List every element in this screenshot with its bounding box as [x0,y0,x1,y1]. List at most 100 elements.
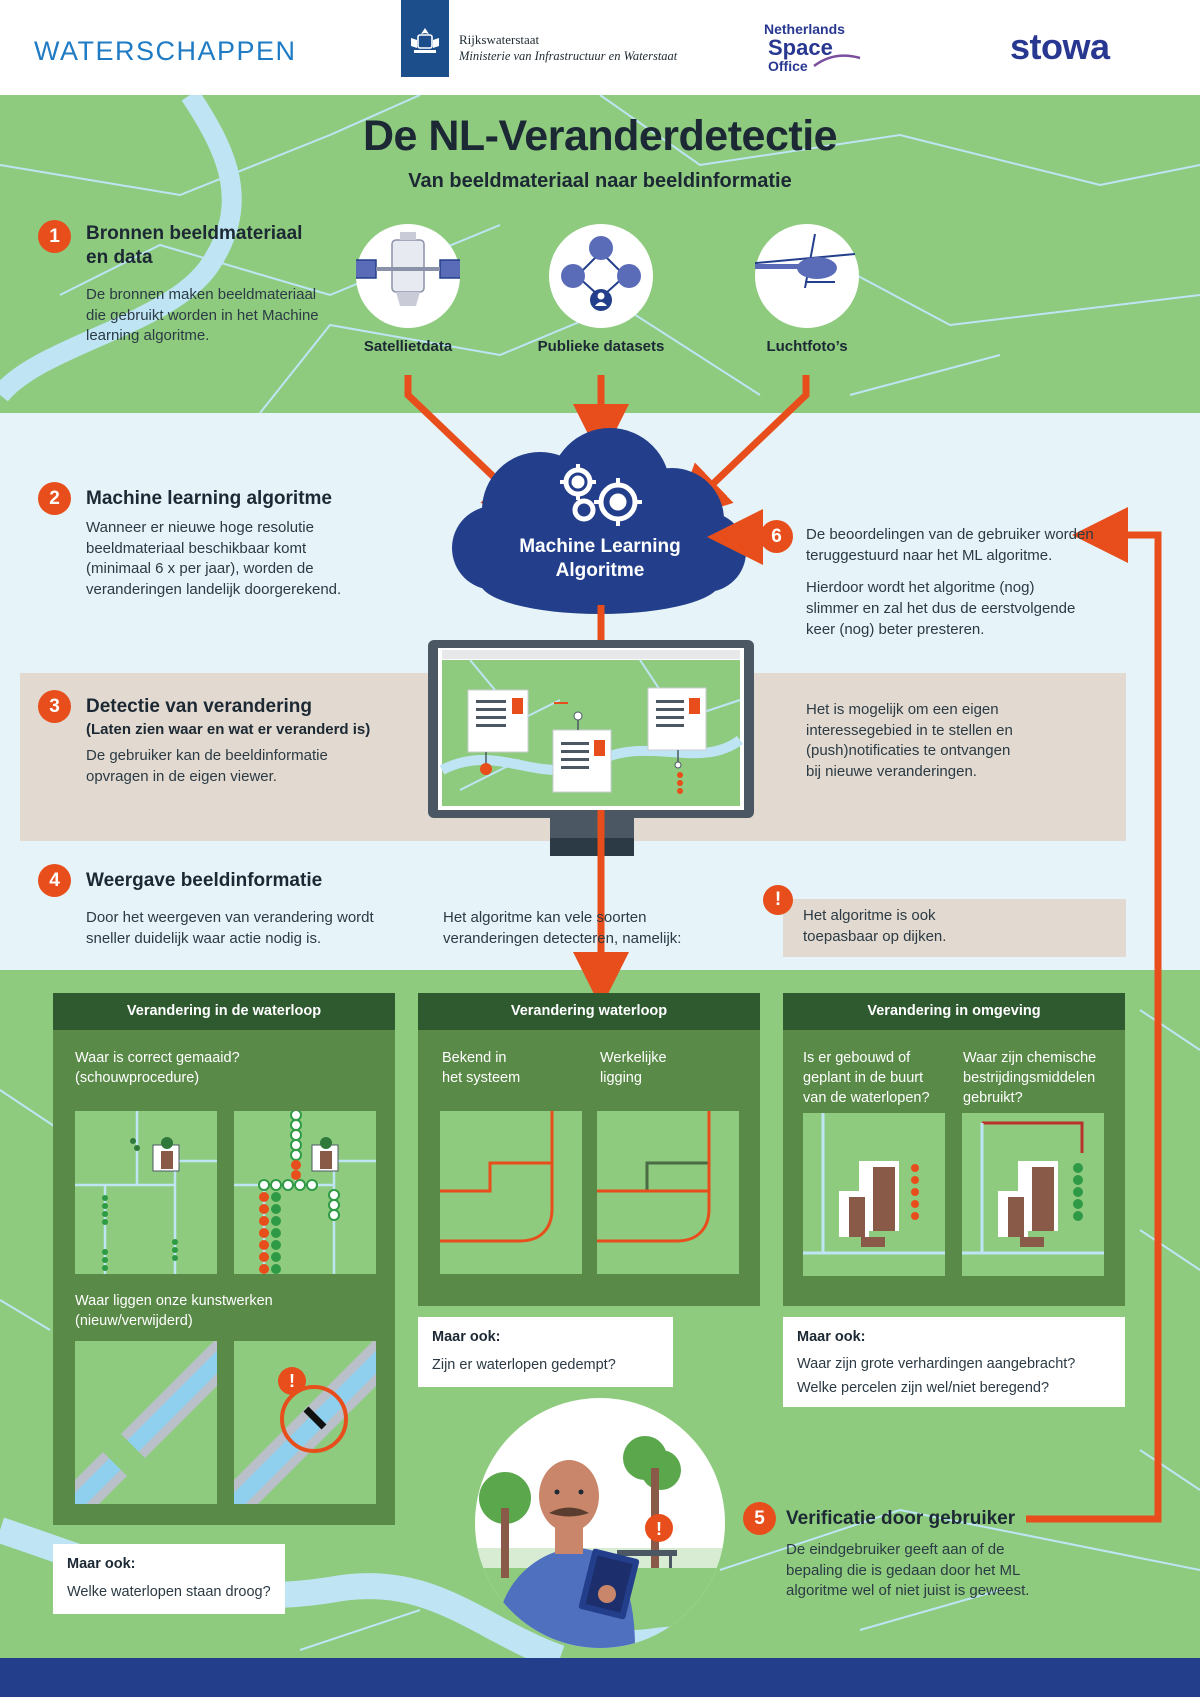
card-1-q1-l1: Waar is correct gemaaid? [75,1050,240,1066]
source-satellite-label: Satellietdata [363,338,453,355]
dike-note-text: Het algoritme is ook toepasbaar op dijke… [803,906,946,947]
card-2-note-title: Maar ook: [432,1329,501,1345]
dike-note-l2: toepasbaar op dijken. [803,927,947,945]
monitor-card-2 [552,702,612,793]
rijkswaterstaat-logo [401,0,449,77]
step-2-badge: 2 [38,482,71,515]
cloud-label: Machine Learning Algoritme [470,535,730,583]
card-3-note-title: Maar ook: [797,1329,866,1345]
step-5-text: De eindgebruiker geeft aan of de bepalin… [786,1540,1029,1602]
mowing-panel-before [75,1111,217,1274]
card-3-note: Maar ook: Waar zijn grote verhardingen a… [783,1317,1125,1407]
step-1-title-l2: en data [86,247,153,269]
step-6-spacer [806,566,1094,578]
card-3-l2: Waar zijn chemische bestrijdingsmiddelen… [963,1048,1096,1108]
step-3-text-l1: De gebruiker kan de beeldinformatie [86,747,328,764]
dike-note-l1: Het algoritme is ook [803,907,936,924]
svg-text:!: ! [289,1371,295,1391]
nso-line3: Office [768,58,808,74]
card-1-q2-l2: (nieuw/verwijderd) [75,1313,193,1329]
card-2-l2-b: ligging [600,1070,642,1086]
nso-line2: Space [768,35,833,60]
step-4-middle-l1: Het algoritme kan vele soorten [443,909,647,926]
card-3-l1-c: van de waterlopen? [803,1090,930,1106]
source-datasets-label: Publieke datasets [537,338,665,355]
crest-icon [411,28,439,53]
step-4-text-l2: sneller duidelijk waar actie nodig is. [86,929,322,947]
step-6-text-l5: slimmer en zal het dus de eerstvolgende [806,600,1076,618]
nso-logo: Netherlands Space Office [764,22,864,73]
footer-bar [0,1658,1200,1697]
card-1-q2: Waar liggen onze kunstwerken (nieuw/verw… [75,1291,273,1331]
cloud-label-l2: Algoritme [555,559,645,581]
card-2-l2: Werkelijke ligging [600,1048,667,1088]
card-1-title: Verandering in de waterloop [53,993,395,1030]
card-3-note-text-1: Waar zijn grote verhardingen aangebracht… [797,1356,1076,1372]
arrow-aerial [673,375,810,522]
step-4-title: Weergave beeldinformatie [86,870,323,891]
card-waterloop: Verandering waterloop Bekend in het syst… [418,993,760,1306]
step-2-text: Wanneer er nieuwe hoge resolutie beeldma… [86,518,341,601]
step-6-text-l1: De beoordelingen van de gebruiker worden [806,526,1094,543]
card-3-l1-a: Is er gebouwd of [803,1050,911,1066]
nso-swoosh-icon [813,54,861,68]
rws-name: Rijkswaterstaat [459,32,540,47]
card-2-l1: Bekend in het systeem [442,1048,520,1088]
mowing-panel-after [234,1111,376,1274]
step-4-text: Door het weergeven van verandering wordt… [86,908,374,949]
step-3-text: De gebruiker kan de beeldinformatie opvr… [86,746,328,787]
card-environment: Verandering in omgeving Is er gebouwd of… [783,993,1125,1306]
step-1-text: De bronnen maken beeldmateriaal die gebr… [86,285,319,347]
waterloop-known-panel [440,1111,582,1274]
datasets-circle [549,224,653,328]
step-4-middle-l2: veranderingen detecteren, namelijk: [443,929,682,947]
step-6-text-l4: Hierdoor wordt het algoritme (nog) [806,579,1035,597]
step-1-text-l2: die gebruikt worden in het Machine [86,306,319,324]
step-6-badge: 6 [760,520,793,553]
step-6-text: De beoordelingen van de gebruiker worden… [806,525,1094,640]
step-2-text-l3: (minimaal 6 x per jaar), worden de [86,560,314,578]
datasets-icon [561,236,641,311]
satellite-icon [356,232,460,306]
step-1-title-l1: Bronnen beeldmateriaal [86,223,303,244]
structure-panel-after: ! [234,1341,376,1504]
rws-ministry: Ministerie van Infrastructuur en Waterst… [459,49,678,63]
step-2-text-l1: Wanneer er nieuwe hoge resolutie [86,519,314,536]
step-5-title: Verificatie door gebruiker [786,1508,1016,1529]
page-title: De NL-Veranderdetectie [362,112,838,160]
card-2-note-text: Zijn er waterlopen gedempt? [432,1357,616,1373]
dike-note [783,899,1126,957]
card-1-q1-l2: (schouwprocedure) [75,1070,200,1086]
card-waterloop-change: Verandering in de waterloop Waar is corr… [53,993,395,1525]
step-1-text-l1: De bronnen maken beeldmateriaal [86,286,317,303]
monitor-card-1 [467,689,529,775]
card-3-note-text-2: Welke percelen zijn wel/niet beregend? [797,1380,1050,1396]
card-3-title: Verandering in omgeving [783,993,1125,1030]
user-illustration: ! [475,1398,725,1648]
step-3-subtitle: (Laten zien waar en wat er veranderd is) [86,721,371,738]
satellite-circle [356,224,460,328]
card-1-note-title: Maar ook: [67,1556,136,1572]
chemicals-panel [962,1113,1104,1276]
step-3-right-text: Het is mogelijk om een eigen interessege… [806,700,1013,783]
helicopter-circle [755,224,859,328]
step-3-right-l1: Het is mogelijk om een eigen [806,701,999,718]
card-1-q2-l1: Waar liggen onze kunstwerken [75,1293,273,1309]
step-3-badge: 3 [38,690,71,723]
waterloop-actual-panel [597,1111,739,1274]
step-5-text-l1: De eindgebruiker geeft aan of de [786,1541,1005,1558]
step-6-text-l2: teruggestuurd naar het ML algoritme. [806,546,1053,564]
step-1-title: Bronnen beeldmateriaal en data [86,222,302,271]
step-4-middle-text: Het algoritme kan vele soorten veranderi… [443,908,681,949]
cloud-shape [452,428,746,614]
card-1-note-text: Welke waterlopen staan droog? [67,1584,271,1600]
arrow-feedback-loop [1026,507,1162,1523]
arrow-satellite [404,375,541,522]
card-2-note: Maar ook: Zijn er waterlopen gedempt? [418,1317,673,1387]
step-2-text-l2: beeldmateriaal beschikbaar komt [86,539,307,557]
gears-icon [563,467,638,522]
card-3-l2-a: Waar zijn chemische [963,1050,1097,1066]
monitor-card-3 [647,687,707,794]
step-5-text-l2: bepaling die is gedaan door het ML [786,1561,1021,1579]
